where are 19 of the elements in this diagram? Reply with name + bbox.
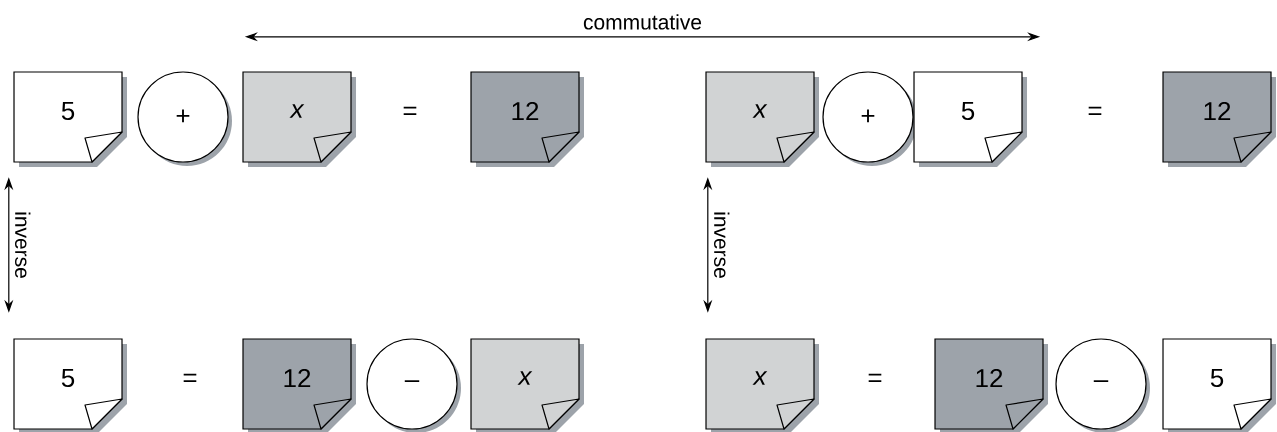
sticky-note: 5 xyxy=(1162,338,1276,432)
sticky-note: 12 xyxy=(934,338,1048,432)
edge-label: inverse xyxy=(714,212,730,278)
edge-label: commutative xyxy=(583,14,702,30)
equals-sign: = xyxy=(868,373,882,382)
equals-sign: = xyxy=(403,106,417,115)
sticky-note: 12 xyxy=(242,338,356,432)
sticky-note: x xyxy=(242,71,356,167)
equals-sign: = xyxy=(183,373,197,382)
sticky-note: 5 xyxy=(13,338,127,432)
sticky-note: 12 xyxy=(470,71,584,167)
sticky-note: 12 xyxy=(1162,71,1276,167)
sticky-note: x xyxy=(705,338,819,432)
equals-sign: = xyxy=(1088,106,1102,115)
sticky-note: x xyxy=(470,338,584,432)
edge-label: inverse xyxy=(15,212,31,278)
sticky-note: 5 xyxy=(13,71,127,167)
sticky-note: x xyxy=(705,71,819,167)
sticky-note: 5 xyxy=(913,71,1027,167)
